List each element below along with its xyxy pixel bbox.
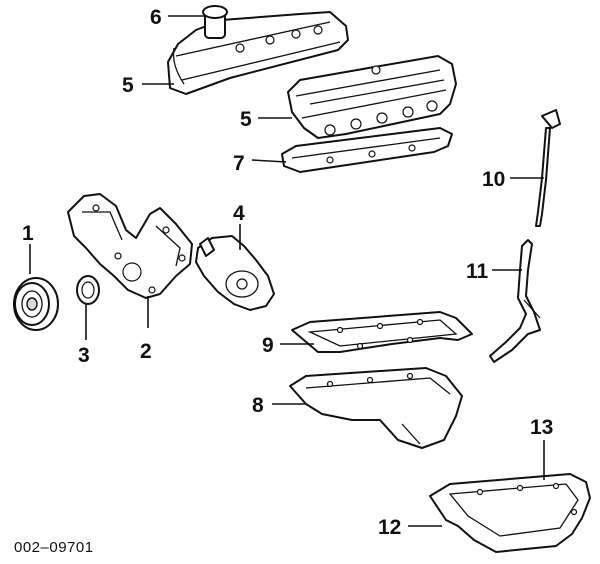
callout-5b: 5 [240,108,252,131]
oil-pan-upper [289,367,463,449]
callout-5a: 5 [122,74,134,97]
oil-pump [195,235,275,311]
callout-9: 9 [262,334,274,357]
callout-3: 3 [78,344,90,367]
callout-4: 4 [233,202,245,225]
diagram-code: 002–09701 [14,539,94,556]
callout-6: 6 [150,6,162,29]
callout-1: 1 [22,222,34,245]
callout-13: 13 [530,416,553,439]
callout-8: 8 [252,394,264,417]
dipstick-tube [489,239,541,363]
leader-lines [29,15,545,527]
callout-12: 12 [378,516,401,539]
timing-cover [67,193,193,299]
callout-10: 10 [482,168,505,191]
callout-7: 7 [233,152,245,175]
oil-pan-lower [429,473,591,553]
callout-2: 2 [140,340,152,363]
front-seal [76,275,100,305]
callout-11: 11 [466,260,489,283]
oil-dipstick [535,109,561,227]
oil-filler-cap [202,5,228,39]
oil-pan-gasket [291,311,473,353]
crankshaft-pulley [13,277,59,331]
valve-cover-right [287,55,457,139]
valve-cover-gasket [281,127,453,173]
